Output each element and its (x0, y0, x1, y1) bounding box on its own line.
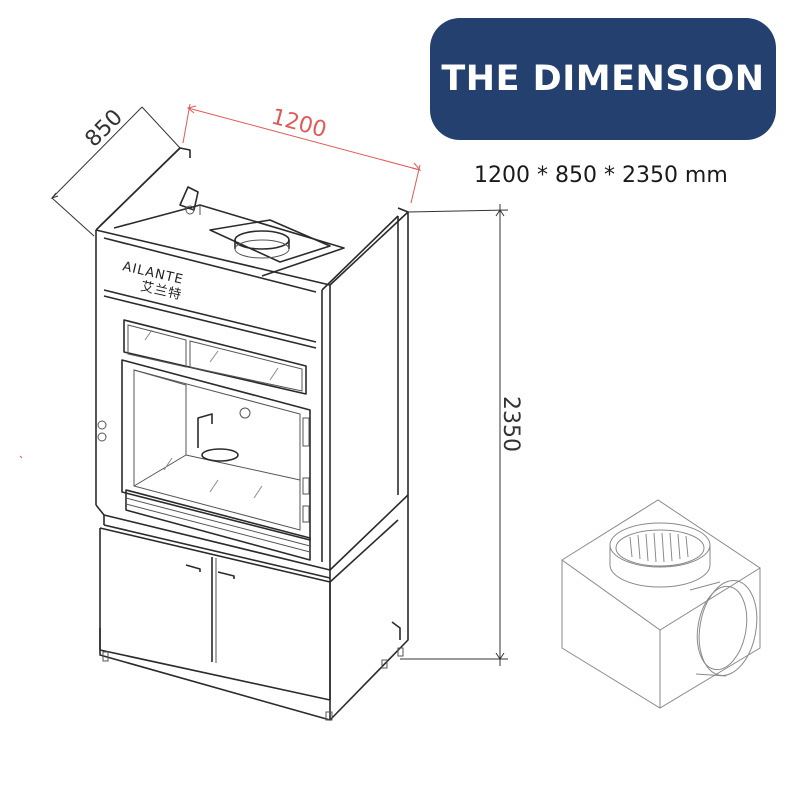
fume-hood: AILANTE 艾兰特 (19, 147, 409, 721)
exhaust-box (561, 499, 761, 709)
dimensions-caption: 1200 * 850 * 2350 mm (474, 163, 728, 188)
collar-grille (629, 532, 689, 563)
title-badge: THE DIMENSION (430, 18, 776, 140)
depth-dimension: 850 (50, 105, 181, 237)
width-dimension: 1200 (182, 103, 422, 204)
title-text: THE DIMENSION (441, 59, 765, 99)
height-dimension: 2350 (400, 204, 523, 666)
height-label: 2350 (498, 396, 523, 452)
depth-label: 850 (81, 105, 128, 152)
